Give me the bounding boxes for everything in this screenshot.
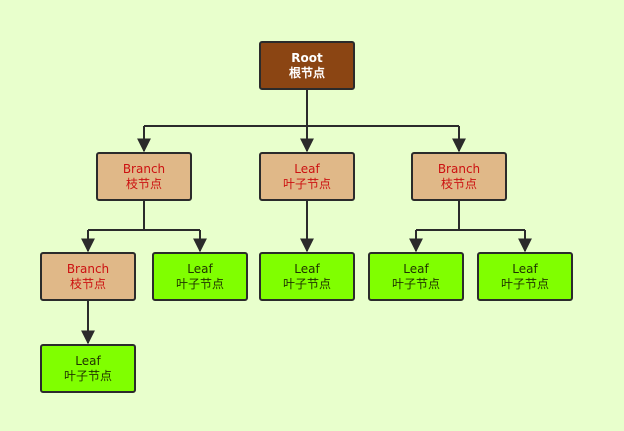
node-branch-sub-title: Branch [66, 261, 110, 276]
node-leaf-3: Leaf 叶子节点 [368, 252, 464, 301]
node-branch-left-subtitle: 枝节点 [125, 176, 162, 191]
node-leaf-middle-subtitle: 叶子节点 [282, 176, 331, 191]
node-root-subtitle: 根节点 [288, 65, 325, 80]
node-branch-sub-subtitle: 枝节点 [69, 276, 106, 291]
node-leaf-4: Leaf 叶子节点 [477, 252, 573, 301]
node-branch-right-title: Branch [437, 161, 481, 176]
node-leaf-5-title: Leaf [75, 353, 101, 368]
node-leaf-4-title: Leaf [512, 261, 538, 276]
node-leaf-4-subtitle: 叶子节点 [500, 276, 549, 291]
node-leaf-5: Leaf 叶子节点 [40, 344, 136, 393]
node-leaf-1: Leaf 叶子节点 [152, 252, 248, 301]
node-leaf-3-subtitle: 叶子节点 [391, 276, 440, 291]
node-branch-right: Branch 枝节点 [411, 152, 507, 201]
node-leaf-middle: Leaf 叶子节点 [259, 152, 355, 201]
node-leaf-1-title: Leaf [187, 261, 213, 276]
node-root: Root 根节点 [259, 41, 355, 90]
node-root-title: Root [291, 50, 323, 65]
node-leaf-1-subtitle: 叶子节点 [175, 276, 224, 291]
node-branch-sub: Branch 枝节点 [40, 252, 136, 301]
node-branch-left: Branch 枝节点 [96, 152, 192, 201]
node-leaf-2-title: Leaf [294, 261, 320, 276]
node-leaf-middle-title: Leaf [294, 161, 320, 176]
node-leaf-3-title: Leaf [403, 261, 429, 276]
node-branch-right-subtitle: 枝节点 [440, 176, 477, 191]
node-leaf-5-subtitle: 叶子节点 [63, 368, 112, 383]
node-branch-left-title: Branch [122, 161, 166, 176]
node-leaf-2-subtitle: 叶子节点 [282, 276, 331, 291]
node-leaf-2: Leaf 叶子节点 [259, 252, 355, 301]
